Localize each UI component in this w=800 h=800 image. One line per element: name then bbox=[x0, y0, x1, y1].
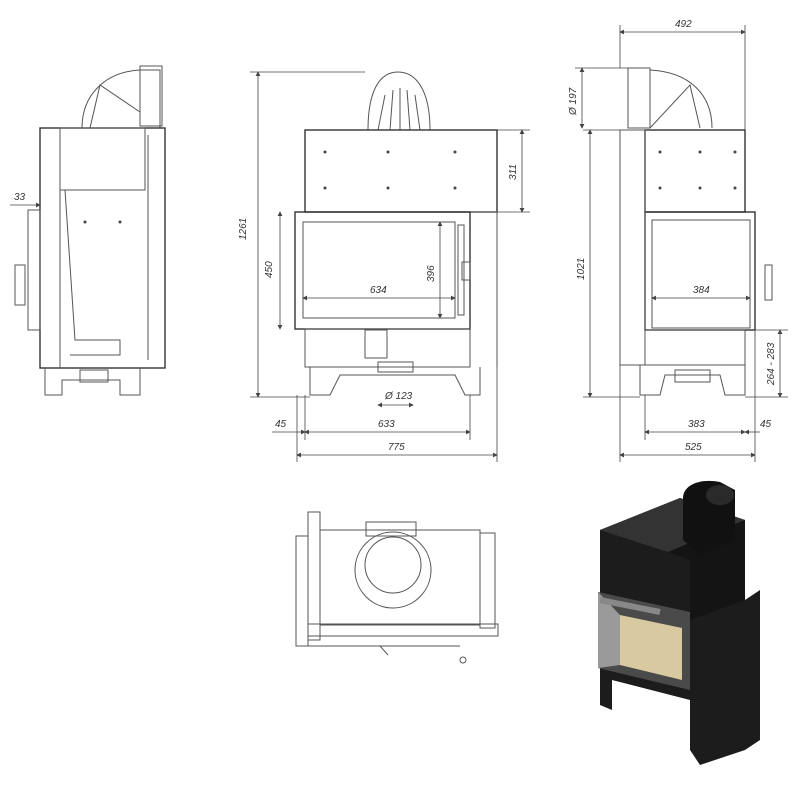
front-view: 1261 450 634 396 311 Ø 123 45 633 775 bbox=[238, 71, 530, 462]
dim-base-depth: 383 bbox=[688, 419, 705, 430]
dim-body-height: 1021 bbox=[576, 258, 587, 280]
dim-total-width: 775 bbox=[388, 442, 405, 453]
dim-total-height: 1261 bbox=[238, 218, 249, 240]
dim-base-width: 633 bbox=[378, 419, 395, 430]
dim-door-offset: 33 bbox=[14, 192, 26, 203]
product-render bbox=[598, 480, 760, 765]
dim-rear-offset: 45 bbox=[760, 419, 772, 430]
dim-glass-width: 634 bbox=[370, 285, 387, 296]
top-view bbox=[295, 511, 499, 664]
dim-door-height: 450 bbox=[264, 261, 275, 278]
dim-side-glass-width: 384 bbox=[693, 285, 710, 296]
dim-flue-diameter: Ø 123 bbox=[384, 391, 413, 402]
dim-top-height: 311 bbox=[508, 164, 519, 180]
dim-glass-height: 396 bbox=[426, 265, 437, 282]
dim-outlet-diameter: Ø 197 bbox=[568, 87, 579, 116]
dim-side-offset: 45 bbox=[275, 419, 287, 430]
dim-base-height: 264 - 283 bbox=[766, 342, 777, 386]
right-side-view: 492 Ø 197 1021 384 264 - 283 383 45 525 bbox=[568, 19, 788, 462]
dim-total-depth: 492 bbox=[675, 19, 692, 30]
dim-body-depth: 525 bbox=[685, 442, 702, 453]
bolt-dots bbox=[323, 150, 457, 190]
left-side-view: 33 bbox=[10, 65, 166, 396]
